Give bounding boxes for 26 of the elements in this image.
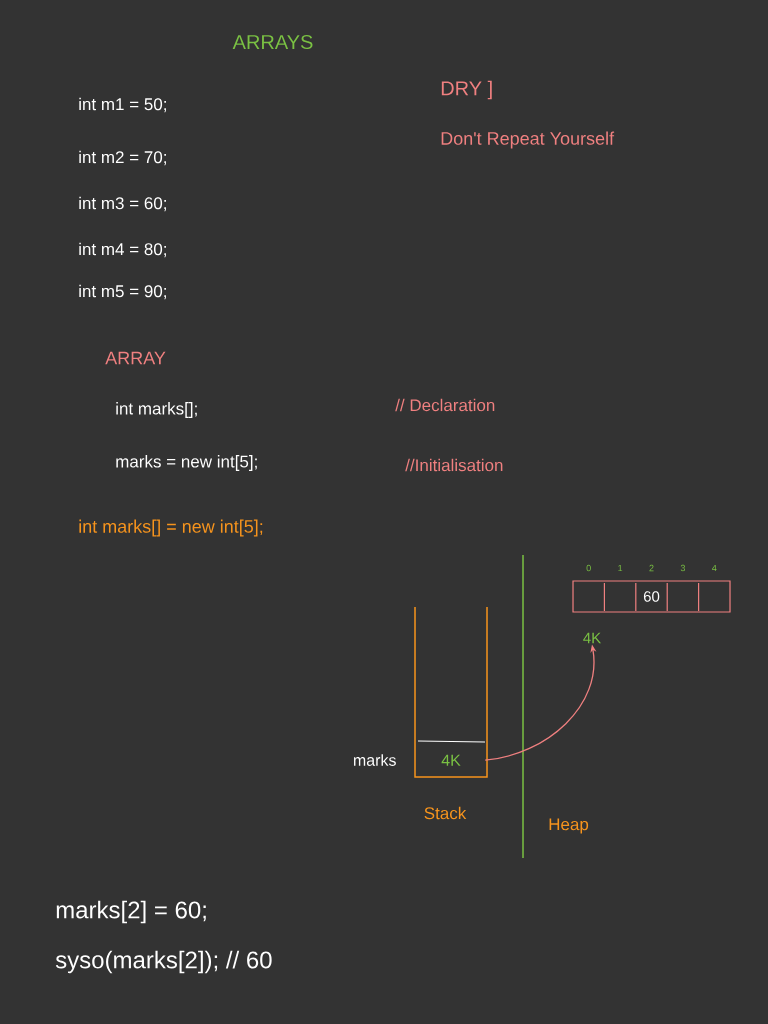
index-number: 0 (586, 564, 591, 572)
code-line: int marks[] = new int[5]; (79, 519, 263, 537)
code-line: int marks[]; (116, 402, 197, 418)
address-label: 4K (583, 632, 601, 644)
code-line: int m1 = 50; (79, 97, 166, 113)
index-number: 2 (649, 564, 654, 572)
index-number: 1 (618, 564, 623, 572)
code-line: marks[2] = 60; (56, 900, 206, 924)
code-line: int m3 = 60; (79, 196, 166, 212)
variable-label: marks (354, 754, 396, 766)
stack-cell: 4K (417, 740, 486, 766)
title: ARRAYS (232, 34, 313, 50)
code-line: syso(marks[2]); // 60 (55, 950, 272, 974)
index-number: 4 (712, 564, 717, 572)
code-comment: //Initialisation (405, 458, 503, 472)
code-comment: // Declaration (395, 398, 495, 412)
code-line: marks = new int[5]; (116, 455, 257, 471)
heap-label: Heap (549, 818, 589, 834)
note-heading: DRY ] (441, 80, 492, 100)
code-line: int m2 = 70; (79, 150, 166, 166)
array-box: 60 (572, 580, 731, 613)
index-number: 3 (680, 564, 685, 572)
note-text: Don't Repeat Yourself (441, 131, 615, 149)
section-heading: ARRAY (105, 351, 166, 365)
code-line: int m5 = 90; (79, 284, 166, 300)
code-line: int m4 = 80; (79, 242, 166, 258)
